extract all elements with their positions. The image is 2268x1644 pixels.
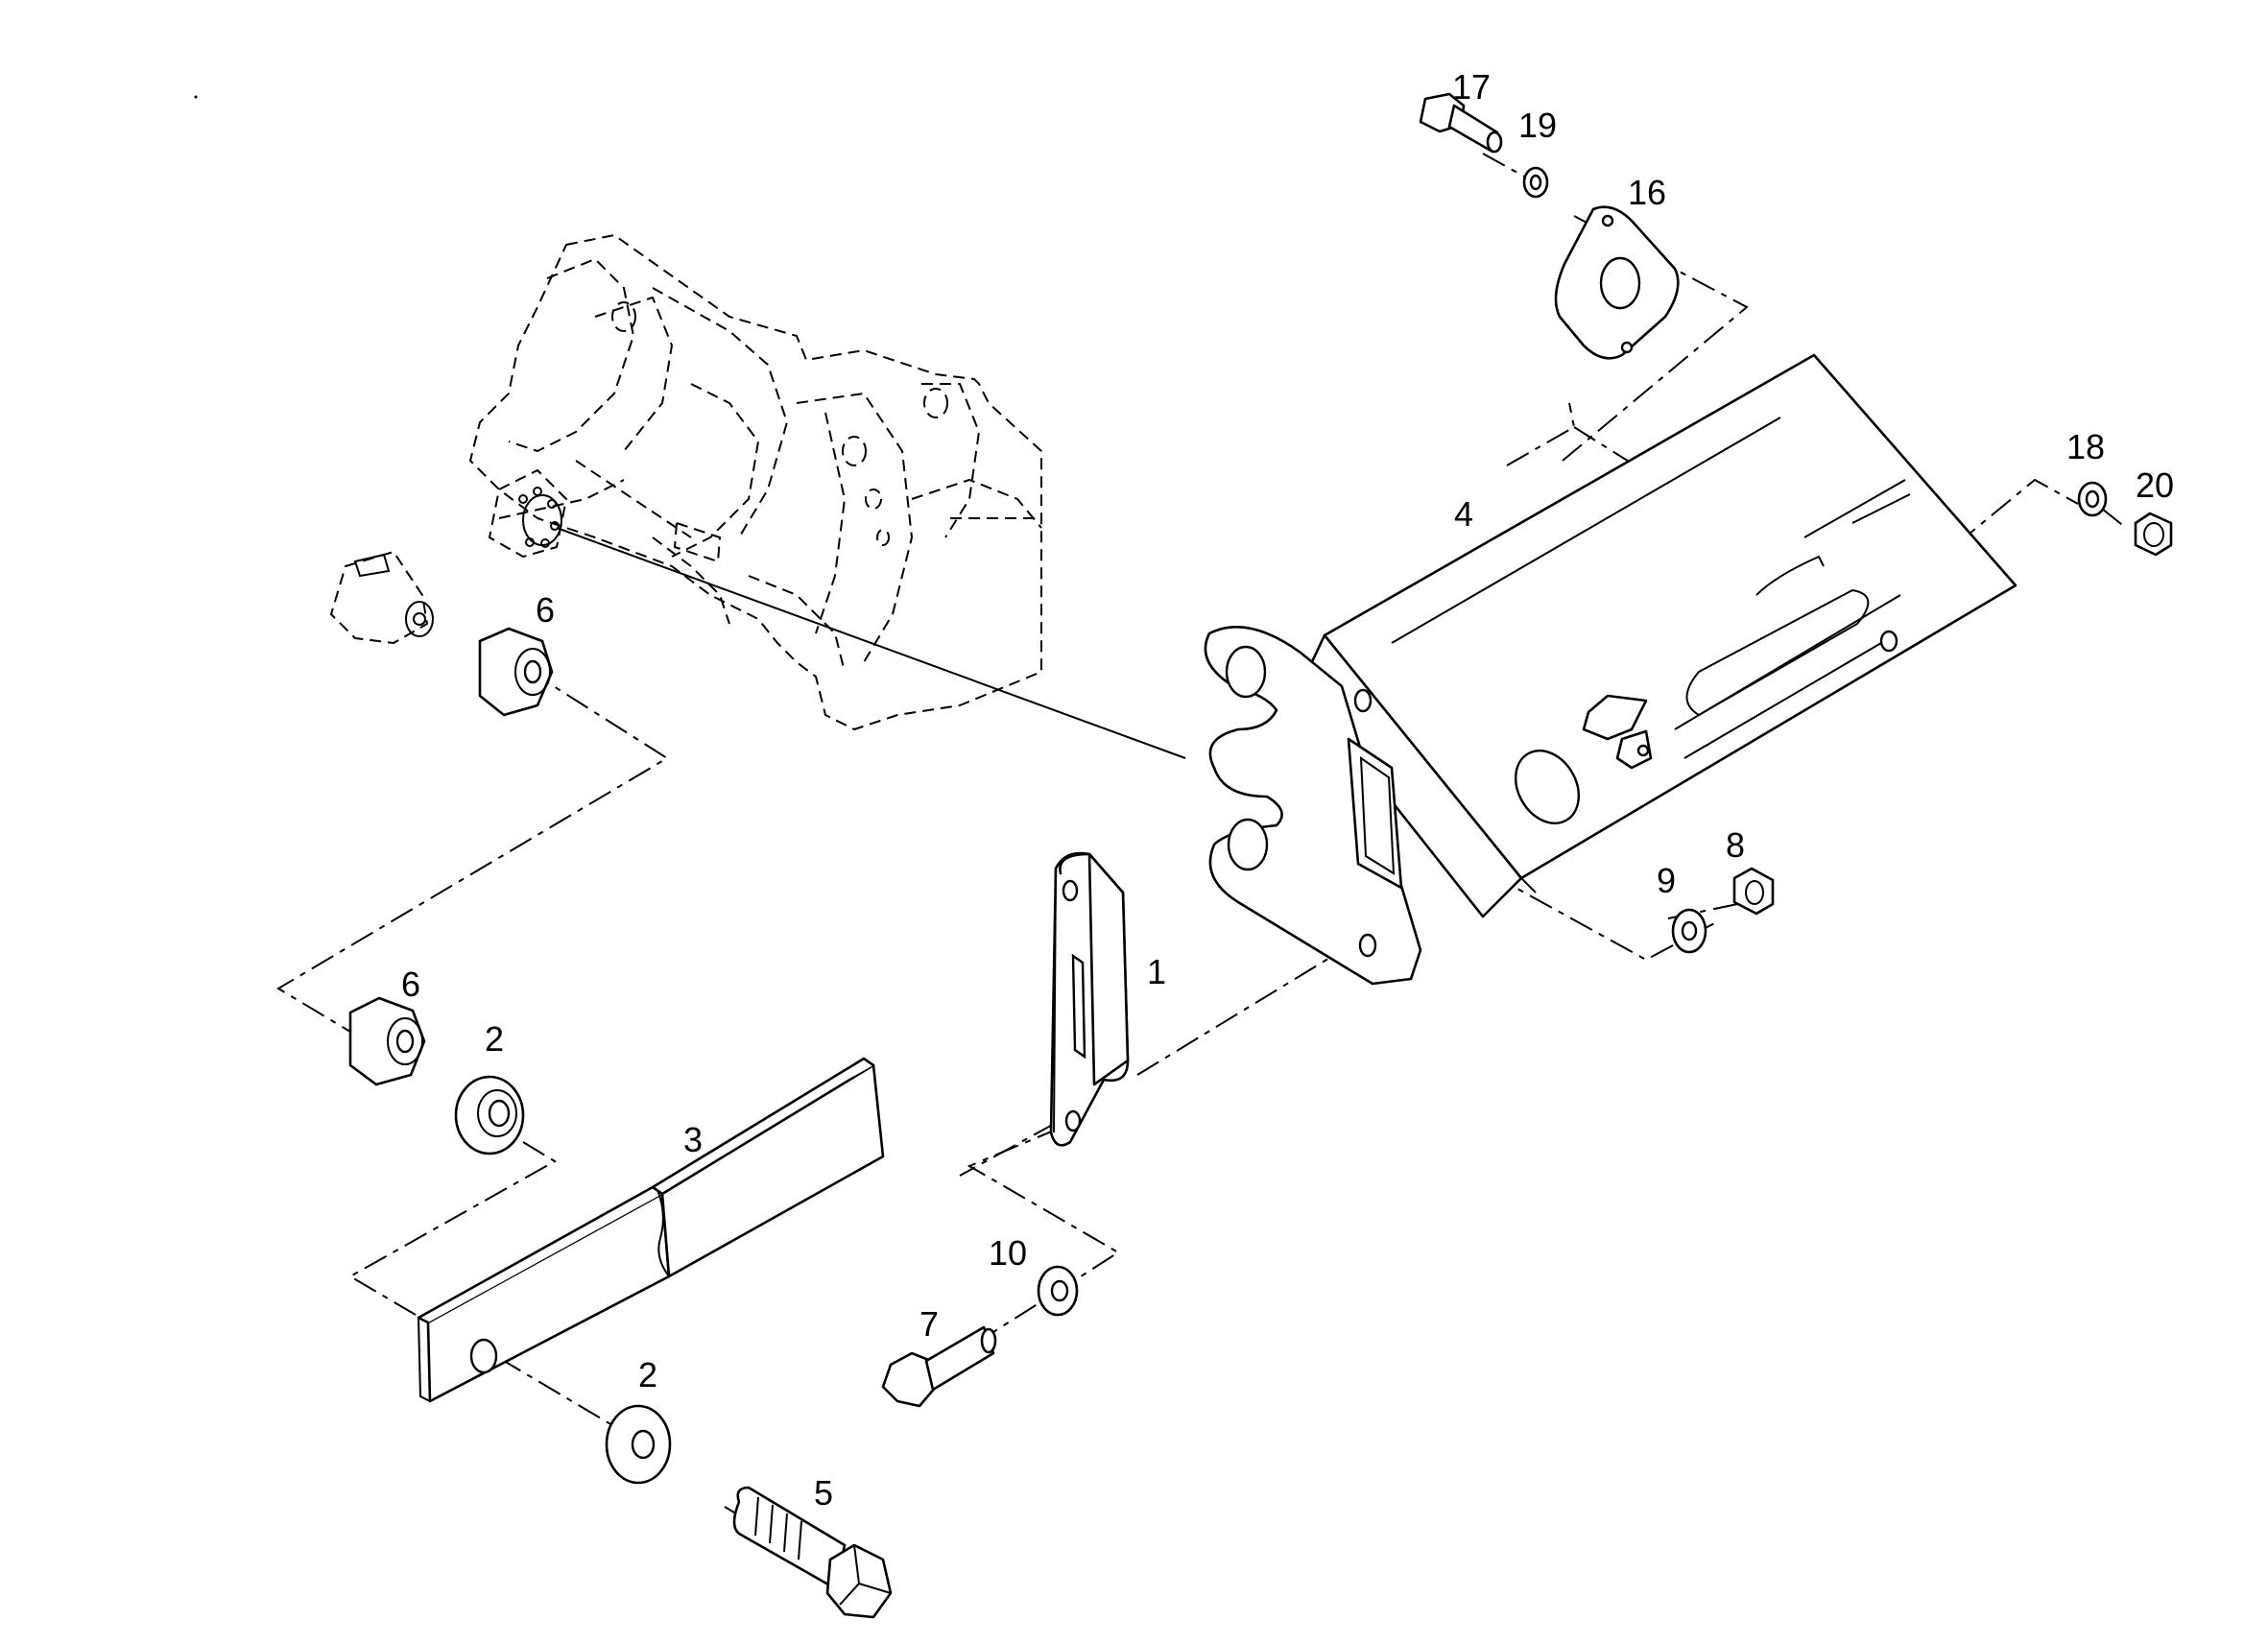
- callout-1: 1: [1147, 952, 1166, 991]
- callout-17: 17: [1452, 67, 1491, 107]
- part-17-bolt: [1419, 92, 1503, 154]
- callout-4: 4: [1454, 494, 1473, 534]
- part-6-nut-lower: [348, 996, 426, 1086]
- assembly-lines: [276, 153, 2127, 1580]
- callout-5: 5: [814, 1473, 833, 1513]
- machine-bushing: [330, 551, 434, 644]
- centre-axis-line: [556, 527, 1186, 759]
- part-2-washer-lower: [605, 1404, 672, 1485]
- part-19-washer: [1522, 166, 1549, 199]
- part-2-washer-upper: [454, 1075, 525, 1156]
- part-6-nut-upper: [478, 627, 554, 717]
- callout-16: 16: [1628, 173, 1666, 212]
- part-7-bolt: [881, 1325, 997, 1408]
- part-16-flange-plate: [1554, 205, 1680, 360]
- callout-3: 3: [683, 1120, 703, 1159]
- callout-10: 10: [989, 1233, 1027, 1273]
- part-8-nut: [1732, 867, 1775, 916]
- part-20-nut: [2134, 512, 2173, 557]
- callout-8: 8: [1726, 825, 1745, 865]
- callout-7: 7: [919, 1304, 939, 1344]
- callout-labels: 1 2 2 3 4 5 6 6 7 8 9 10 16 17 18 19 20: [401, 67, 2174, 1513]
- callout-18: 18: [2066, 427, 2105, 466]
- callout-6: 6: [401, 965, 420, 1004]
- part-1-spacer-block: [1049, 851, 1130, 1147]
- machine-hub: [489, 469, 567, 558]
- callout-6: 6: [536, 590, 555, 630]
- stray-dot: [194, 95, 198, 99]
- ghost-machine-assembly: [469, 234, 1042, 730]
- callout-2: 2: [638, 1355, 657, 1394]
- part-18-washer: [2077, 481, 2108, 517]
- part-3-flat-bar: [417, 1057, 885, 1403]
- part-4-bracket-housing: [1204, 353, 2017, 986]
- callout-19: 19: [1518, 106, 1557, 145]
- callout-2: 2: [485, 1019, 504, 1059]
- callout-20: 20: [2136, 465, 2174, 505]
- part-9-washer: [1671, 908, 1707, 954]
- part-10-washer: [1037, 1265, 1079, 1317]
- callout-9: 9: [1657, 861, 1676, 900]
- part-5-bolt: [732, 1486, 893, 1619]
